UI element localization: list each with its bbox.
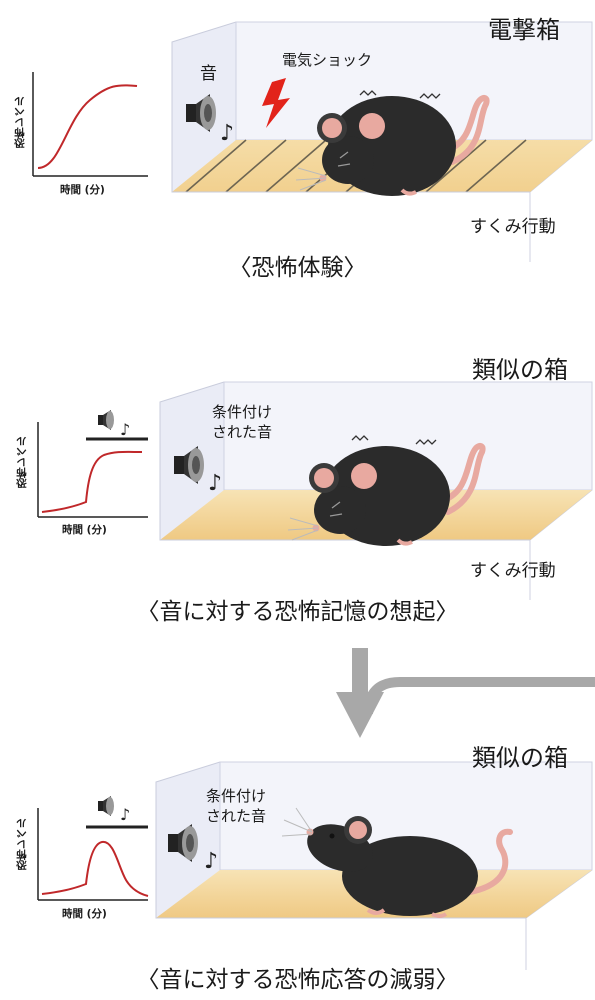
box-title: 類似の箱: [472, 744, 568, 772]
music-note-icon: ♪: [220, 121, 234, 146]
fear-graph-3: [37, 808, 149, 901]
speaker-icon: [174, 446, 204, 484]
freezing-label: すくみ行動: [470, 217, 556, 237]
fear-graph-1: [32, 72, 148, 177]
caption: 〈恐怖体験〉: [228, 255, 367, 281]
tone-note-icon: ♪: [120, 420, 130, 439]
graph-ylabel: 恐怖レベル: [16, 818, 28, 871]
conditioned-sound-label-line2: された音: [212, 423, 273, 441]
electric-box-scene: ♪: [32, 21, 593, 262]
conditioned-sound-label-line2: された音: [206, 807, 267, 825]
tone-speaker-icon: [98, 410, 114, 430]
mouse-icon: [295, 90, 490, 196]
fear-curve-3: [41, 841, 149, 897]
graph-xlabel: 時間 (分): [62, 524, 107, 536]
box-title: 類似の箱: [472, 356, 568, 384]
fear-graph-2: [37, 422, 148, 518]
tone-speaker-icon: [98, 796, 114, 816]
similar-box-scene-1: ♪ ♪: [37, 381, 593, 600]
tone-note-icon: ♪: [120, 805, 130, 824]
panel-fear-recall: ♪ ♪: [0, 340, 595, 640]
caption: 〈音に対する恐怖応答の減弱〉: [136, 967, 459, 993]
conditioned-sound-label-line1: 条件付け: [212, 403, 273, 421]
similar-box-scene-2: ♪ ♪: [37, 761, 593, 970]
lightning-icon: [262, 78, 290, 128]
graph-xlabel: 時間 (分): [60, 184, 105, 196]
caption: 〈音に対する恐怖記憶の想起〉: [136, 599, 459, 625]
music-note-icon: ♪: [208, 471, 222, 496]
music-note-icon: ♪: [204, 849, 218, 874]
speaker-icon: [186, 94, 216, 132]
graph-xlabel: 時間 (分): [62, 908, 107, 920]
graph-ylabel: 恐怖レベル: [16, 436, 28, 489]
speaker-icon: [168, 824, 198, 862]
panel-fear-experience: ♪ 電撃箱 音 電気ショック すくみ行動 〈恐怖体験〉 恐怖レベル 時間 (分: [0, 0, 595, 300]
box-title: 電撃箱: [488, 16, 560, 44]
graph-ylabel: 恐怖レベル: [14, 96, 26, 149]
sound-label: 音: [200, 64, 217, 84]
fear-curve-1: [37, 84, 138, 169]
freezing-label: すくみ行動: [470, 561, 556, 581]
shock-label: 電気ショック: [282, 51, 373, 69]
fear-curve-2: [41, 450, 143, 513]
transition-arrow: [336, 648, 595, 738]
panel-fear-attenuation: ♪ ♪: [0, 670, 595, 1000]
conditioned-sound-label-line1: 条件付け: [206, 787, 267, 805]
mouse-icon: [287, 435, 486, 546]
mouse-icon: [281, 807, 513, 918]
